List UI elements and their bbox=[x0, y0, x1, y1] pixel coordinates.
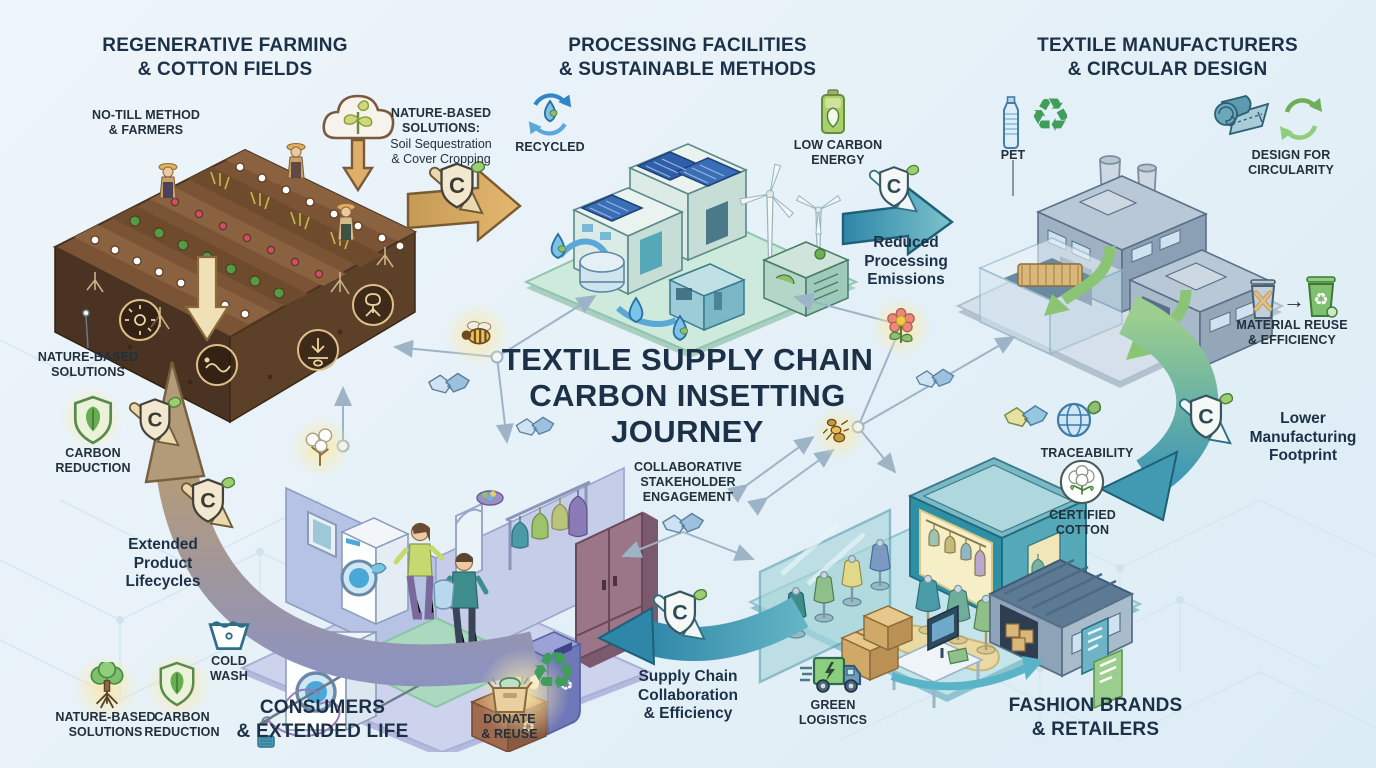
recycle-triangle-icon: ♻ bbox=[530, 642, 577, 702]
material-reuse-label: MATERIAL REUSE & EFFICIENCY bbox=[1236, 318, 1348, 347]
manufacturers-heading: TEXTILE MANUFACTURERS & CIRCULAR DESIGN bbox=[1037, 35, 1298, 80]
green-truck-icon bbox=[798, 650, 864, 696]
cold-wash-label: COLD WASH bbox=[210, 654, 248, 683]
handshake-icon bbox=[914, 366, 956, 392]
no-till-label: NO-TILL METHOD & FARMERS bbox=[91, 108, 201, 137]
water-drop-icons bbox=[550, 232, 688, 341]
design-circularity-label: DESIGN FOR CIRCULARITY bbox=[1248, 148, 1334, 177]
reuse-arrow-icon: → bbox=[1283, 288, 1305, 313]
carbon-reduction-upper-label: CARBON REDUCTION bbox=[55, 446, 131, 475]
handshake-icon bbox=[660, 510, 706, 538]
wind-turbine-icons bbox=[739, 163, 842, 283]
circular-arrows-icon bbox=[1278, 94, 1324, 144]
certified-cotton-label: CERTIFIED COTTON bbox=[1049, 508, 1116, 537]
nature-solutions-sub: Soil Sequestration & Cover Cropping bbox=[390, 137, 492, 166]
needle-thread-icon bbox=[257, 670, 441, 748]
carbon-reduction-lower-label: CARBON REDUCTION bbox=[144, 710, 220, 739]
handshake-icon bbox=[426, 370, 472, 398]
recycled-water-icon bbox=[526, 90, 574, 138]
diagram-title: TEXTILE SUPPLY CHAIN CARBON INSETTING JO… bbox=[501, 342, 874, 449]
low-carbon-battery-icon bbox=[818, 88, 848, 136]
donate-reuse-label: DONATE & REUSE bbox=[481, 712, 538, 741]
supply-chain-label: Supply Chain Collaboration & Efficiency bbox=[638, 668, 738, 723]
pet-bottle-icon bbox=[998, 96, 1024, 150]
carbon-shield-arrow-icon bbox=[180, 474, 236, 530]
traceability-label: TRACEABILITY bbox=[1040, 446, 1134, 460]
handshake-icon bbox=[1002, 402, 1050, 432]
processing-scene bbox=[523, 143, 859, 358]
nature-solutions-soil-label: NATURE-BASED SOLUTIONS bbox=[37, 350, 139, 379]
arrow-manufacturers-to-brands bbox=[1098, 295, 1219, 522]
soil-worm-icon bbox=[196, 344, 238, 386]
eco-signs bbox=[1081, 616, 1123, 710]
globe-leaf-icon bbox=[1054, 398, 1102, 440]
green-logistics-label: GREEN LOGISTICS bbox=[798, 698, 868, 727]
woman-figure bbox=[393, 522, 445, 620]
fabric-roll-icon bbox=[1212, 92, 1274, 142]
arrow-brands-to-consumers bbox=[596, 597, 809, 666]
farm-heading: REGENERATIVE FARMING & COTTON FIELDS bbox=[102, 35, 348, 80]
soil-arrow-icon bbox=[183, 255, 231, 343]
farm-scene bbox=[52, 143, 418, 424]
carbon-shield-arrow-icon bbox=[128, 394, 182, 448]
nature-solutions-title: NATURE-BASED SOLUTIONS: bbox=[390, 106, 492, 135]
processing-heading: PROCESSING FACILITIES & SUSTAINABLE METH… bbox=[558, 35, 817, 80]
nature-based-bottom-label: NATURE-BASED SOLUTIONS bbox=[55, 710, 156, 739]
pet-label: PET bbox=[1000, 148, 1026, 162]
carbon-shield-arrow-icon bbox=[1178, 390, 1234, 446]
brands-heading: FASHION BRANDS & RETAILERS bbox=[1008, 695, 1183, 740]
low-carbon-energy-label: LOW CARBON ENERGY bbox=[793, 138, 883, 167]
recycle-triangle-icon: ♻ bbox=[1030, 88, 1072, 142]
leaf-shield-icon bbox=[70, 394, 116, 446]
clothes-rack bbox=[505, 480, 591, 570]
farmer-figures bbox=[158, 143, 356, 241]
flower-icon bbox=[884, 308, 918, 346]
tree-roots-icon bbox=[86, 662, 128, 710]
certified-cotton-icon bbox=[1058, 458, 1106, 506]
shipping-boxes bbox=[840, 605, 914, 682]
cotton-sprig-icon bbox=[304, 428, 336, 468]
consumers-heading: CONSUMERS & EXTENDED LIFE bbox=[236, 697, 409, 742]
carbon-shield-arrow-icon bbox=[868, 162, 920, 214]
cold-wash-basin-icon bbox=[206, 614, 252, 654]
waste-bin-icon bbox=[1243, 276, 1283, 322]
donate-box-icon bbox=[486, 668, 534, 714]
extended-lifecycles-label: Extended Product Lifecycles bbox=[125, 536, 201, 591]
carbon-shield-arrow-icon bbox=[652, 586, 708, 642]
engagement-label: COLLABORATIVE STAKEHOLDER ENGAGEMENT bbox=[633, 460, 742, 504]
reduced-emissions-label: Reduced Processing Emissions bbox=[864, 234, 948, 289]
recycled-label: RECYCLED bbox=[515, 140, 585, 154]
lower-footprint-label: Lower Manufacturing Footprint bbox=[1249, 410, 1357, 465]
green-recycle-bin-icon bbox=[1301, 272, 1341, 320]
